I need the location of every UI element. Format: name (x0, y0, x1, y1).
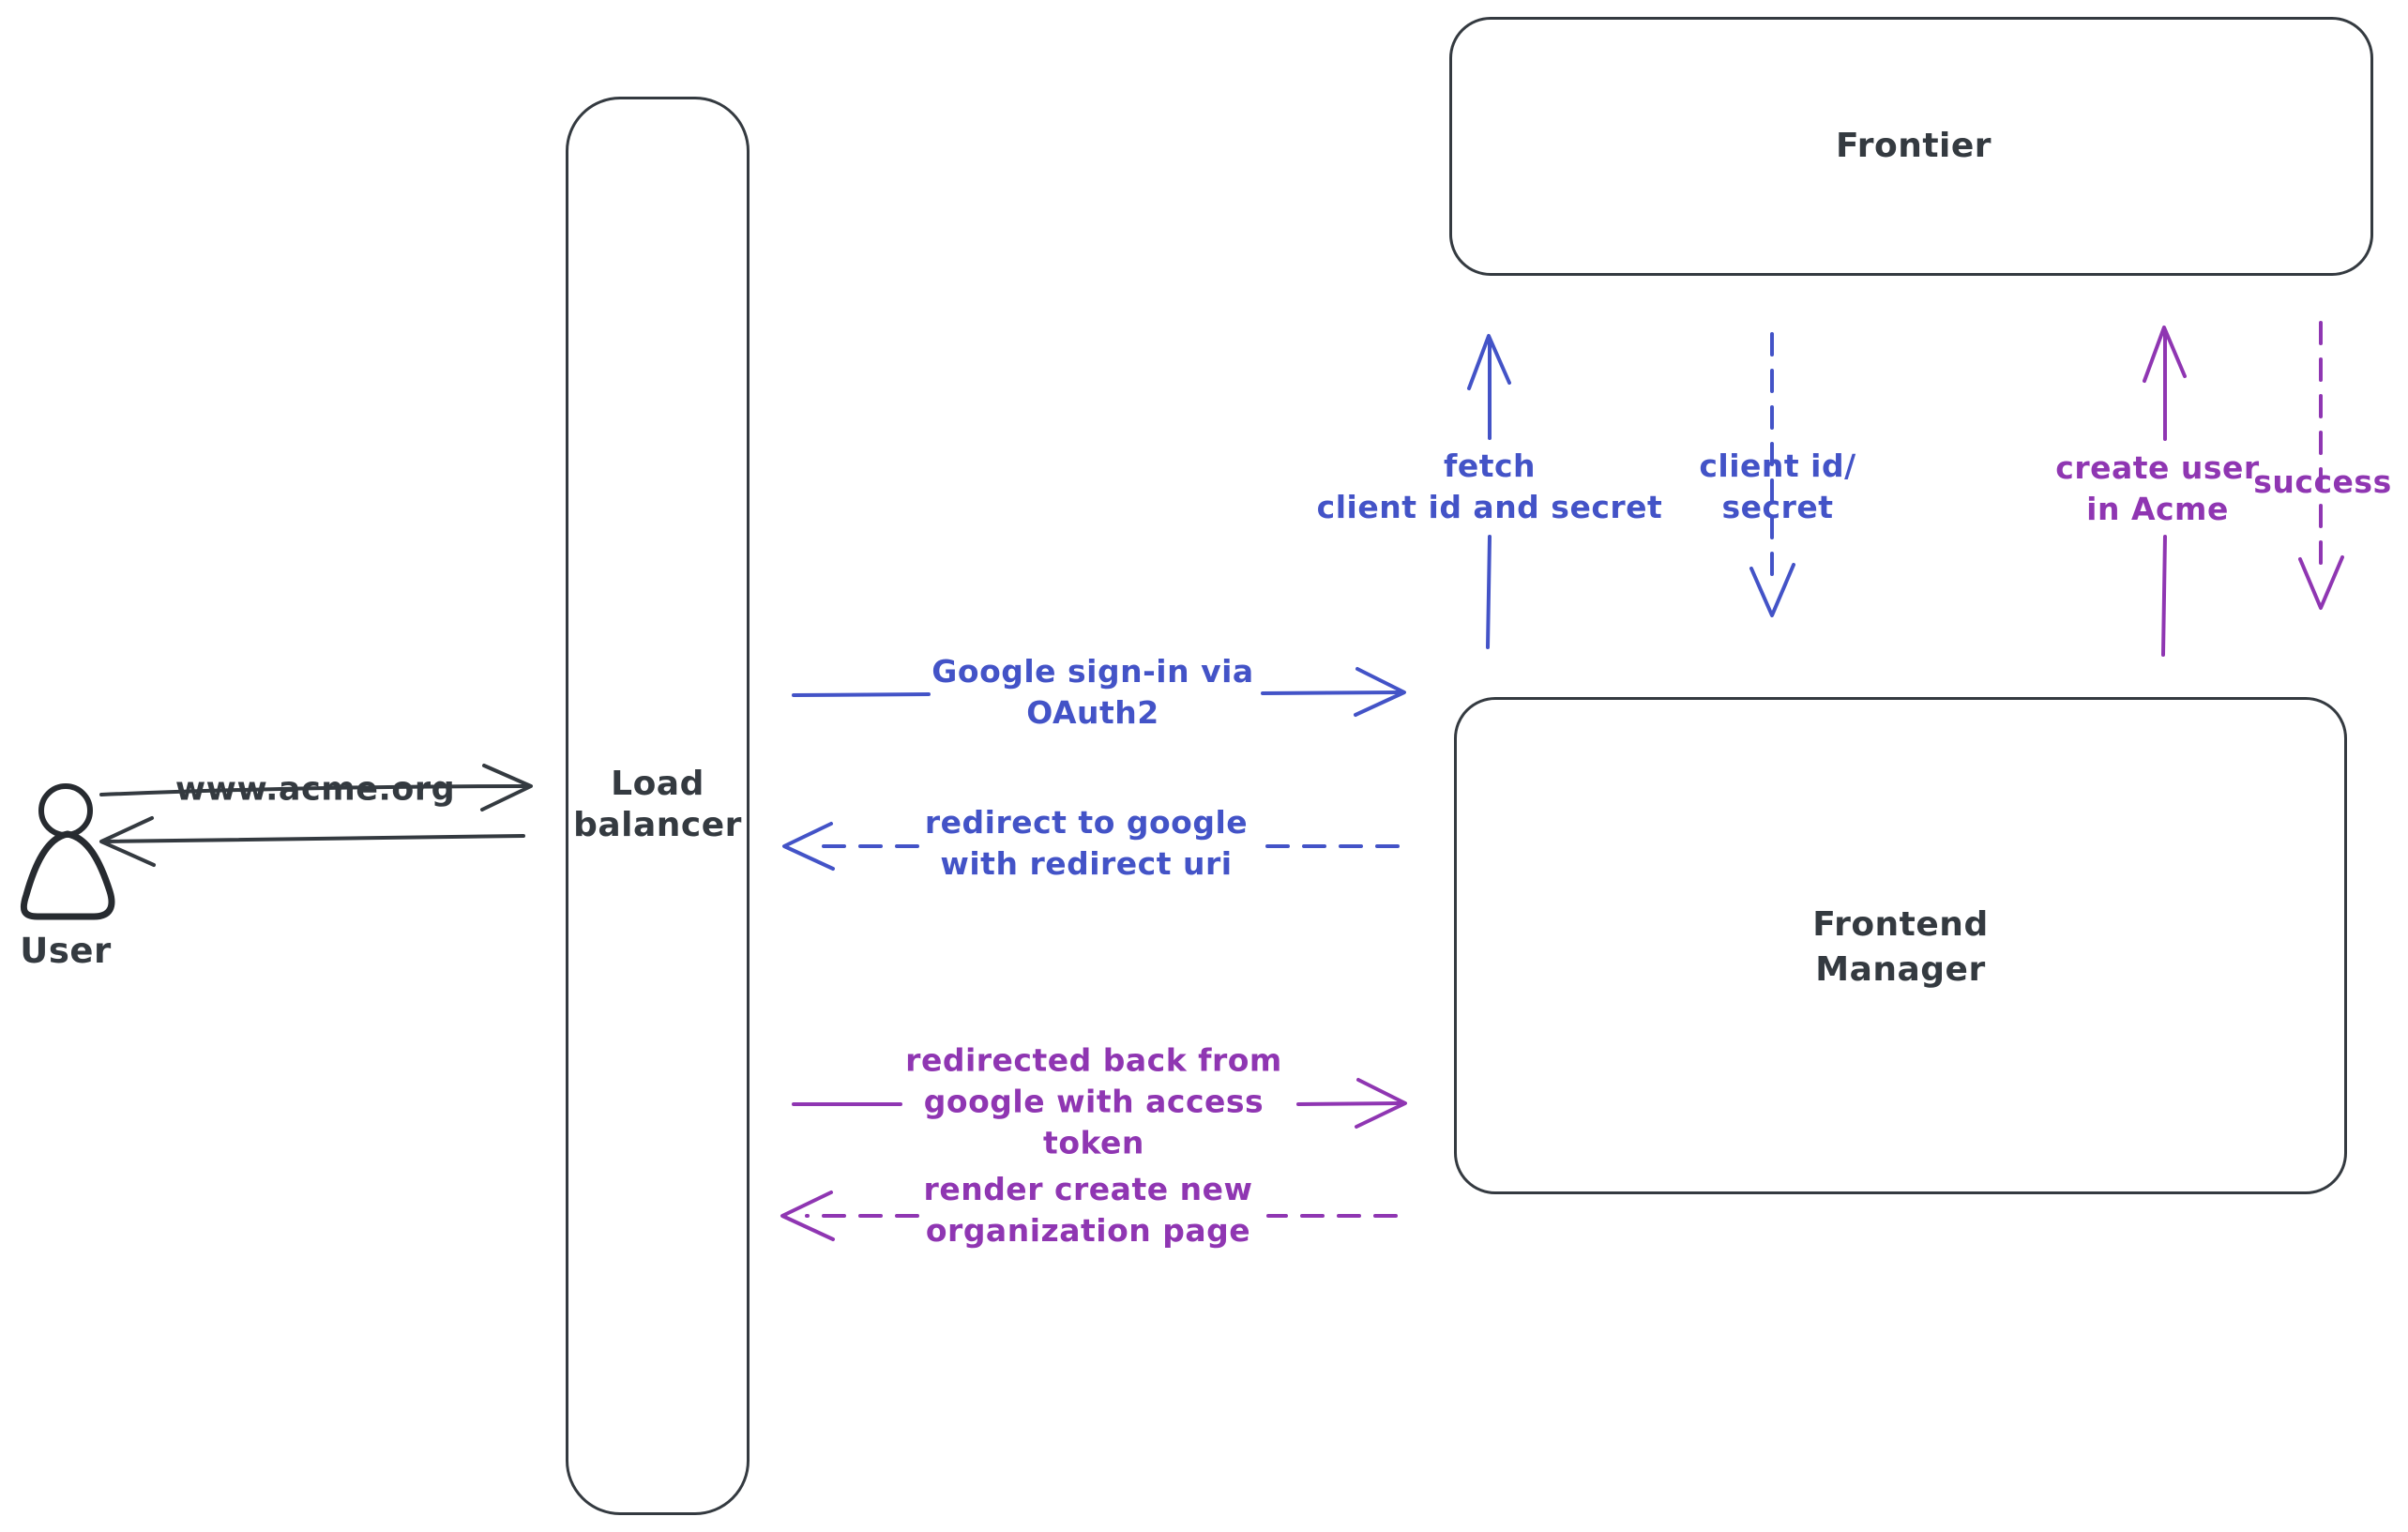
arrow-response-to-user (99, 816, 525, 867)
arrow-fetch-client-creds (1467, 334, 1511, 649)
arrow-redirected-back (792, 1078, 1407, 1129)
user-figure (20, 783, 115, 920)
arrow-create-user (2143, 326, 2187, 657)
arrow-success (2298, 321, 2344, 610)
arrow-render-org-page (780, 1191, 1398, 1241)
frontend-manager-box (1454, 697, 2347, 1194)
load-balancer-box (566, 97, 750, 1515)
user-head (38, 783, 93, 838)
arrow-www-request (99, 764, 533, 812)
frontier-box (1449, 17, 2373, 276)
arrow-client-creds (1749, 332, 1795, 617)
user-body (20, 830, 115, 920)
arrow-redirect-to-google (782, 822, 1400, 871)
arrow-google-signin (792, 667, 1406, 717)
